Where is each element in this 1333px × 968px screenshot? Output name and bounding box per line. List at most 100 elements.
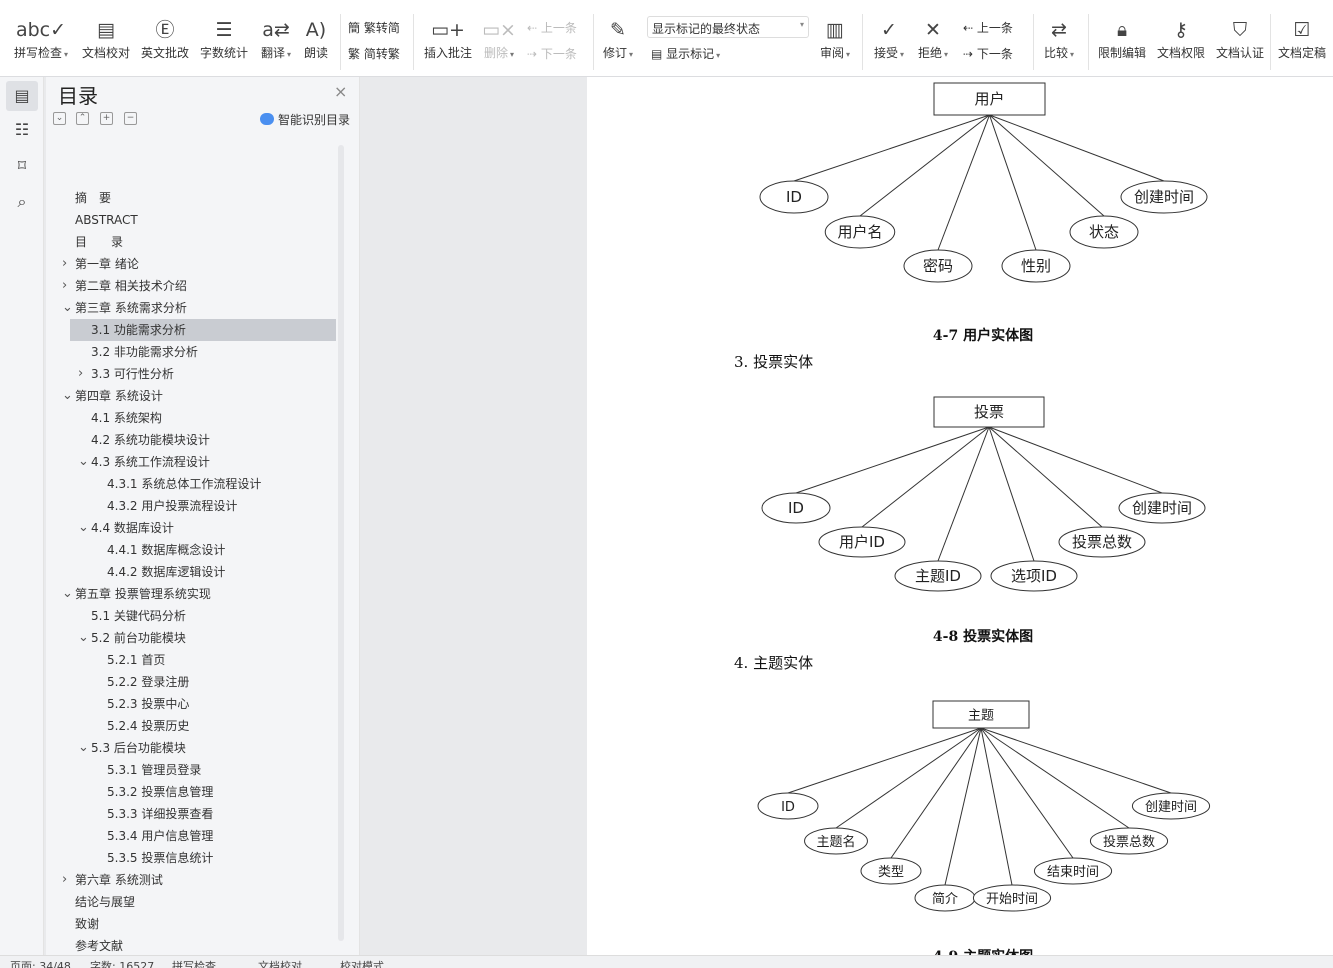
toc-item[interactable]: 5.3.4 用户信息管理 [46,825,336,847]
word-count[interactable]: 字数: 16527 [90,960,155,968]
toc-item[interactable]: 4.4.1 数据库概念设计 [46,539,336,561]
toc-item[interactable]: ⌄第四章 系统设计 [46,385,336,407]
toc-item[interactable]: 结论与展望 [46,891,336,913]
attribute-ellipse [1131,792,1211,820]
search-icon[interactable]: ⌕ [17,192,27,211]
chevron-down-icon[interactable]: ⌄ [78,630,89,645]
toc-item[interactable]: ⌄5.2 前台功能模块 [46,627,336,649]
word-count-button[interactable]: ☰字数统计 [198,16,250,61]
toc-item[interactable]: ⌄5.3 后台功能模块 [46,737,336,759]
collapse-up-icon[interactable]: ⌃ [76,112,89,125]
track-changes-button[interactable]: ✎修订▾ [598,16,638,61]
toc-item[interactable]: 3.1 功能需求分析 [70,319,336,341]
translate-button[interactable]: a⇄翻译▾ [257,16,295,61]
toc-item[interactable]: ›第六章 系统测试 [46,869,336,891]
toc-item[interactable]: 摘 要 [46,187,336,209]
toc-item[interactable]: ABSTRACT [46,209,336,231]
chevron-right-icon[interactable]: › [62,872,68,887]
markup-state-select[interactable]: 显示标记的最终状态▾ [647,16,809,38]
doc-certify-button[interactable]: ⛉文档认证 [1214,16,1266,61]
toc-icon[interactable]: ▤ [6,81,38,111]
next-comment-button[interactable]: ⇢ 下一条 [527,47,577,61]
toc-item[interactable]: ⌄4.3 系统工作流程设计 [46,451,336,473]
toc-item-label: 4.3.1 系统总体工作流程设计 [107,477,262,491]
restrict-editing-button[interactable]: 🔒︎限制编辑 [1096,16,1148,61]
toc-item[interactable]: 5.2.1 首页 [46,649,336,671]
toc-item[interactable]: ›第一章 绪论 [46,253,336,275]
chevron-right-icon[interactable]: › [78,366,84,381]
doc-finalize-button[interactable]: ☑文档定稿 [1276,16,1328,61]
trad-to-simp-button[interactable]: 簡 繁转简 [348,21,400,35]
proofread-button[interactable]: ▤文档校对 [80,16,132,61]
delete-comment-button[interactable]: ▭×删除▾ [480,16,518,61]
expand-all-icon[interactable]: + [100,112,113,125]
bookmark-icon[interactable]: ⌑ [17,156,27,175]
toc-item[interactable]: 5.3.5 投票信息统计 [46,847,336,869]
chevron-down-icon[interactable]: ⌄ [62,388,73,403]
review-pane-button[interactable]: ▥审阅▾ [815,16,855,61]
close-icon[interactable]: × [334,82,348,101]
doc-permission-button[interactable]: ⚷文档权限 [1155,16,1207,61]
prev-comment-button[interactable]: ⇠ 上一条 [527,21,577,35]
toc-item[interactable]: 5.3.2 投票信息管理 [46,781,336,803]
collapse-all-icon[interactable]: − [124,112,137,125]
toc-item-label: 4.4.2 数据库逻辑设计 [107,565,226,579]
attribute-ellipse [860,857,922,885]
toc-item[interactable]: 3.2 非功能需求分析 [46,341,336,363]
status-mode[interactable]: 校对模式 [340,960,384,968]
prev-change-button[interactable]: ⇠ 上一条 [963,21,1013,35]
english-review-icon: Ⓔ [155,19,175,41]
chevron-down-icon[interactable]: ⌄ [78,740,89,755]
toc-item[interactable]: 5.2.3 投票中心 [46,693,336,715]
attribute-ellipse [990,560,1078,592]
toc-item[interactable]: ⌄第三章 系统需求分析 [46,297,336,319]
toc-item[interactable]: 致谢 [46,913,336,935]
attribute-ellipse [759,180,829,214]
toc-item[interactable]: 4.4.2 数据库逻辑设计 [46,561,336,583]
toc-item-label: 5.3.1 管理员登录 [107,763,202,777]
chevron-down-icon[interactable]: ⌄ [78,454,89,469]
toc-item[interactable]: 目 录 [46,231,336,253]
show-markup-button[interactable]: ▤ 显示标记▾ [651,47,721,61]
reject-button[interactable]: ✕拒绝▾ [914,16,952,61]
attribute-label: 状态 [1089,223,1119,241]
compare-button[interactable]: ⇄比较▾ [1040,16,1078,61]
status-spell-check[interactable]: 拼写检查 [172,960,216,968]
toc-item[interactable]: 4.3.2 用户投票流程设计 [46,495,336,517]
toc-item[interactable]: ⌄第五章 投票管理系统实现 [46,583,336,605]
attribute-label: ID [788,499,804,517]
toc-item[interactable]: 5.3.1 管理员登录 [46,759,336,781]
outline-icon[interactable]: ☷ [14,120,30,139]
read-aloud-button[interactable]: A)朗读 [300,16,332,61]
next-change-button[interactable]: ⇢ 下一条 [963,47,1013,61]
accept-button[interactable]: ✓接受▾ [870,16,908,61]
toc-item[interactable]: 5.1 关键代码分析 [46,605,336,627]
toc-item[interactable]: 4.3.1 系统总体工作流程设计 [46,473,336,495]
spell-check-button[interactable]: abc✓拼写检查▾ [10,16,72,61]
toc-item[interactable]: 5.2.4 投票历史 [46,715,336,737]
status-proofread[interactable]: 文档校对 [258,960,302,968]
toc-item[interactable]: ›3.3 可行性分析 [46,363,336,385]
toc-item[interactable]: 4.2 系统功能模块设计 [46,429,336,451]
chevron-right-icon[interactable]: › [62,256,68,271]
insert-comment-button[interactable]: ▭+插入批注 [420,16,476,61]
toc-item[interactable]: 参考文献 [46,935,336,957]
collapse-down-icon[interactable]: ⌄ [53,112,66,125]
toc-scrollbar[interactable] [338,145,344,941]
smart-toc-button[interactable]: 智能识别目录 [260,111,350,128]
toc-item[interactable]: 5.2.2 登录注册 [46,671,336,693]
chevron-down-icon[interactable]: ⌄ [78,520,89,535]
proofread-icon: ▤ [97,19,115,41]
simp-to-trad-button[interactable]: 繁 简转繁 [348,47,400,61]
chevron-right-icon[interactable]: › [62,278,68,293]
toc-item[interactable]: 5.3.3 详细投票查看 [46,803,336,825]
page-count[interactable]: 页面: 34/48 [10,960,71,968]
toc-item[interactable]: ›第二章 相关技术介绍 [46,275,336,297]
chevron-down-icon[interactable]: ⌄ [62,586,73,601]
toc-item[interactable]: ⌄4.4 数据库设计 [46,517,336,539]
toc-item-label: 摘 要 [75,191,112,205]
toc-item[interactable]: 4.1 系统架构 [46,407,336,429]
chevron-down-icon[interactable]: ⌄ [62,300,73,315]
attribute-label: 类型 [878,865,904,880]
